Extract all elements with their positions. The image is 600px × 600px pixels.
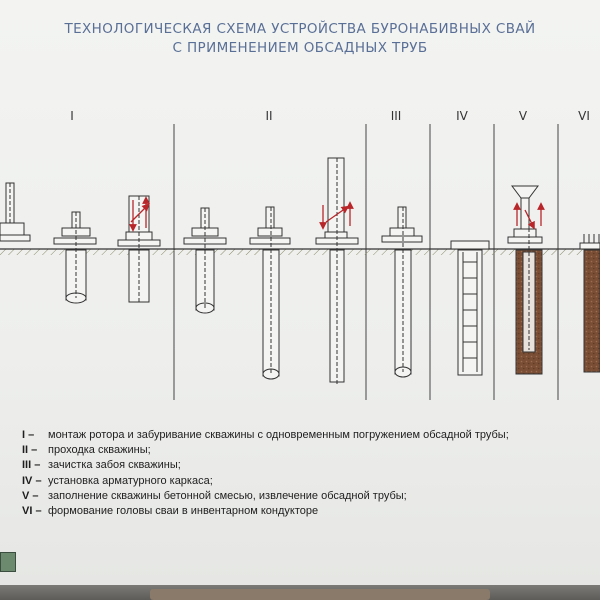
pile-technology-diagram <box>0 124 600 400</box>
legend-text: формование головы сваи в инвентарном кон… <box>48 505 319 518</box>
stage2-rotation-arrows <box>319 201 354 230</box>
stage1-rotation-arrows <box>129 196 150 232</box>
ground-surface <box>0 248 600 255</box>
stage5-arrows <box>513 202 545 230</box>
legend-text: проходка скважины; <box>48 444 151 457</box>
legend-num: VI – <box>22 505 42 518</box>
stage-label-4: IV <box>456 109 468 123</box>
stage-separators <box>173 124 559 400</box>
diagram-title-line1: ТЕХНОЛОГИЧЕСКАЯ СХЕМА УСТРОЙСТВА БУРОНАБ… <box>64 21 536 37</box>
floor-background <box>0 585 600 600</box>
stage2-rig-c <box>315 157 359 386</box>
stage2-rig-a <box>183 207 227 314</box>
stage-label-1: I <box>70 109 74 123</box>
stage-label-6: VI <box>578 109 590 123</box>
legend-item: II – проходка скважины; <box>22 443 592 458</box>
stage-label-2: II <box>265 109 273 123</box>
legend-item: IV – установка арматурного каркаса; <box>22 474 592 489</box>
legend: I – монтаж ротора и забуривание скважины… <box>22 428 592 519</box>
stage3-rig <box>381 206 423 378</box>
legend-num: I – <box>22 429 35 441</box>
stage-label-3: III <box>390 109 402 123</box>
legend-num: II – <box>22 444 38 457</box>
legend-text: зачистка забоя скважины; <box>48 459 181 472</box>
legend-num: III – <box>22 459 41 472</box>
stage-label-5: V <box>518 109 528 123</box>
legend-text: установка арматурного каркаса; <box>48 474 213 487</box>
legend-text: монтаж ротора и забуривание скважины с о… <box>48 429 509 441</box>
stage5-concreting <box>507 185 543 375</box>
diagram-title-line2: С ПРИМЕНЕНИЕМ ОБСАДНЫХ ТРУБ <box>172 40 428 56</box>
legend-text: заполнение скважины бетонной смесью, изв… <box>48 489 407 502</box>
stage1-rig-a <box>0 182 31 250</box>
legend-item: VI – формование головы сваи в инвентарно… <box>22 504 592 519</box>
poster-board: ТЕХНОЛОГИЧЕСКАЯ СХЕМА УСТРОЙСТВА БУРОНАБ… <box>0 0 600 585</box>
legend-item: I – монтаж ротора и забуривание скважины… <box>22 428 592 443</box>
stage1-rig-b <box>53 211 97 304</box>
legend-item: V – заполнение скважины бетонной смесью,… <box>22 489 592 504</box>
legend-item: III – зачистка забоя скважины; <box>22 458 592 473</box>
legend-num: V – <box>22 489 39 502</box>
stage4-reinforcement-cage <box>450 240 490 376</box>
stage2-rig-b <box>249 206 291 380</box>
stage6-pile-head <box>579 234 600 373</box>
corner-plate <box>0 552 16 572</box>
legend-num: IV – <box>22 474 42 487</box>
